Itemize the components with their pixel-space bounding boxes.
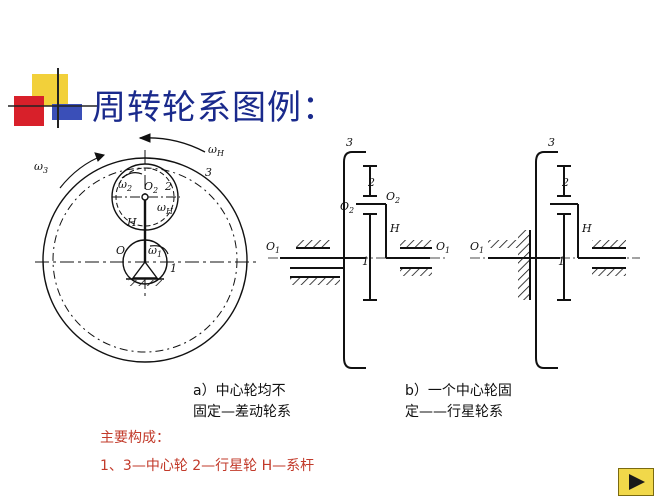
schematic-a-hatches (290, 240, 432, 285)
label-2-a: 2 (367, 176, 375, 189)
label-omega-2: ω2 (118, 178, 132, 193)
label-omega-3: ω3 (34, 160, 48, 175)
fixed-pivot-support (131, 260, 159, 279)
forward-arrow-icon (629, 474, 645, 490)
caption-a-line1: a）中心轮均不 (193, 383, 286, 399)
label-1-a: 1 (362, 255, 369, 268)
red-square (14, 96, 44, 126)
caption-a: a）中心轮均不 固定—差动轮系 (193, 381, 291, 423)
label-3-b: 3 (548, 136, 555, 149)
ground-hatch (128, 280, 162, 286)
label-2-left: 2 (164, 180, 172, 193)
label-o2-a-left: O2 (340, 200, 354, 215)
next-slide-button[interactable] (618, 468, 654, 496)
gear-circle-labels: ωH 3 ω3 ω2 O2 2 ωH H O ω1 1 (34, 143, 225, 275)
composition-items: 1、3—中心轮 2—行星轮 H—系杆 (100, 458, 315, 474)
ring-gear-3-a (343, 151, 366, 369)
blue-square (52, 104, 82, 120)
label-o2-left: O2 (144, 180, 158, 195)
decorative-squares (8, 68, 98, 128)
label-o2-a-right: O2 (386, 190, 400, 205)
label-2-b: 2 (561, 176, 569, 189)
label-omega-h: ωH (208, 143, 225, 158)
label-1-left: 1 (170, 262, 177, 275)
label-o1-a-left: O1 (266, 240, 280, 255)
schematic-b-hatches (488, 230, 626, 300)
label-h-a: H (389, 222, 400, 235)
label-omega-1: ω1 (148, 244, 162, 259)
omega-2-arrow (121, 172, 143, 179)
label-o1-a-right: O1 (436, 240, 450, 255)
label-omega-h-inner: ωH (157, 201, 174, 216)
omega-h-arrowhead (138, 133, 151, 143)
label-h-left: H (126, 216, 137, 229)
gear-circle-view (35, 133, 258, 363)
composition-heading: 主要构成： (100, 430, 170, 446)
label-h-b: H (581, 222, 592, 235)
schematic-a-labels: 3 2 O2 O2 H 1 O1 O1 (266, 136, 450, 268)
caption-a-line2: 固定—差动轮系 (193, 404, 291, 420)
omega-3-arrowhead (94, 152, 105, 162)
caption-b-line1: b）一个中心轮固 (405, 383, 512, 399)
slide-title: 周转轮系图例： (92, 88, 337, 128)
label-1-b: 1 (558, 255, 565, 268)
label-3-left: 3 (205, 166, 212, 179)
planetary-gear-diagram: ωH 3 ω3 ω2 O2 2 ωH H O ω1 1 3 (34, 133, 640, 369)
caption-b-line2: 定——行星轮系 (405, 404, 503, 420)
schematic-b (470, 151, 640, 369)
label-o1-b: O1 (470, 240, 484, 255)
schematic-b-labels: 3 2 H 1 O1 (470, 136, 592, 268)
planet-pivot (141, 193, 149, 201)
label-3-a: 3 (346, 136, 353, 149)
schematic-a (268, 151, 448, 369)
label-o-left: O (116, 244, 125, 257)
caption-b: b）一个中心轮固 定——行星轮系 (405, 381, 512, 423)
ring-gear-3-b (535, 151, 558, 369)
omega-1-arrow (149, 245, 169, 255)
